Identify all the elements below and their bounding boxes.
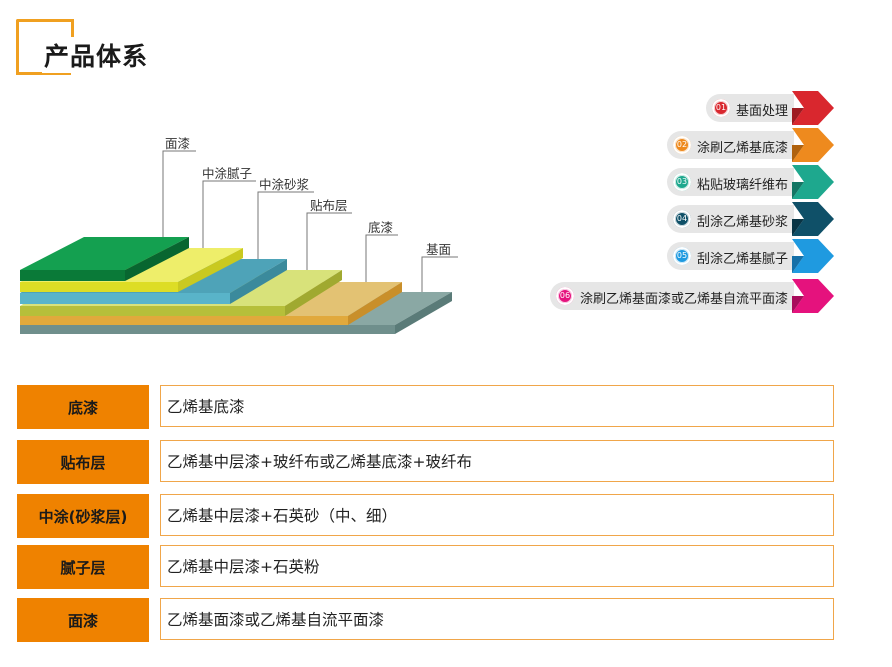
table-row: 底漆 乙烯基底漆 [17,385,837,429]
step-label: 刮涂乙烯基砂浆 [697,215,789,230]
step-number-badge: 03 [673,173,691,191]
step-number-badge: 05 [673,247,691,265]
row-header: 腻子层 [17,545,149,589]
row-header: 中涂(砂浆层) [17,494,149,538]
leader-line-cloth [306,212,352,270]
layer-base-side [395,292,452,334]
step-number-badge: 06 [556,287,574,305]
layer-label-topcoat: 面漆 [165,136,190,151]
step-label: 基面处理 [736,104,789,119]
row-description: 乙烯基中层漆+石英砂（中、细） [160,494,834,536]
layer-cloth-front [20,306,285,316]
row-description: 乙烯基底漆 [160,385,834,427]
step-label: 涂刷乙烯基面漆或乙烯基自流平面漆 [580,292,789,307]
page-title: 产品体系 [42,37,151,73]
row-description: 乙烯基中层漆+石英粉 [160,545,834,587]
row-description: 乙烯基面漆或乙烯基自流平面漆 [160,598,834,640]
process-step: 02 涂刷乙烯基底漆 [667,128,834,162]
row-header: 面漆 [17,598,149,642]
step-label: 涂刷乙烯基底漆 [697,141,789,156]
process-step: 06 涂刷乙烯基面漆或乙烯基自流平面漆 [550,279,834,313]
leader-line-topcoat [162,150,196,237]
layer-diagram: 面漆 中涂腻子 中涂砂浆 贴布层 底漆 基面 [20,136,458,334]
leader-line-primer [365,234,398,282]
section-header: 产品体系 [16,19,176,79]
layer-primer-side [348,282,402,325]
step-number-badge: 02 [673,136,691,154]
layer-label-putty: 中涂腻子 [202,166,252,181]
title-bracket-decoration [16,19,74,75]
process-step: 03 粘贴玻璃纤维布 [667,165,834,199]
step-number-badge: 04 [673,210,691,228]
chevron-right-icon [792,165,834,199]
process-step: 01 基面处理 [706,91,834,125]
row-header: 贴布层 [17,440,149,484]
layer-cloth-side [285,270,342,316]
chevron-right-icon [792,128,834,162]
process-step: 04 刮涂乙烯基砂浆 [667,202,834,236]
layer-mortar-side [230,259,287,304]
layer-putty-front [20,282,178,292]
process-step: 05 刮涂乙烯基腻子 [667,239,834,273]
layer-label-mortar: 中涂砂浆 [259,177,310,192]
layer-label-base: 基面 [426,242,451,257]
step-number-badge: 01 [712,99,730,117]
chevron-right-icon [792,239,834,273]
row-header: 底漆 [17,385,149,429]
step-label: 刮涂乙烯基腻子 [697,252,789,267]
table-row: 面漆 乙烯基面漆或乙烯基自流平面漆 [17,598,837,642]
table-row: 贴布层 乙烯基中层漆+玻纤布或乙烯基底漆+玻纤布 [17,440,837,484]
step-label: 粘贴玻璃纤维布 [697,178,789,193]
table-row: 中涂(砂浆层) 乙烯基中层漆+石英砂（中、细） [17,494,837,538]
leader-line-putty [202,180,256,248]
leader-line-mortar [257,191,314,259]
layer-topcoat-top [20,237,189,270]
layer-putty-side [178,248,243,292]
layer-primer-front [20,316,348,325]
leader-line-base [421,256,458,292]
table-row: 腻子层 乙烯基中层漆+石英粉 [17,545,837,589]
layer-label-cloth: 贴布层 [310,198,348,213]
chevron-right-icon [792,91,834,125]
row-description: 乙烯基中层漆+玻纤布或乙烯基底漆+玻纤布 [160,440,834,482]
layer-topcoat-front [20,270,125,281]
chevron-right-icon [792,202,834,236]
layer-base-front [20,325,395,334]
layer-topcoat-side [125,237,189,281]
chevron-right-icon [792,279,834,313]
layer-mortar-front [20,293,230,304]
layer-label-primer: 底漆 [368,220,393,235]
